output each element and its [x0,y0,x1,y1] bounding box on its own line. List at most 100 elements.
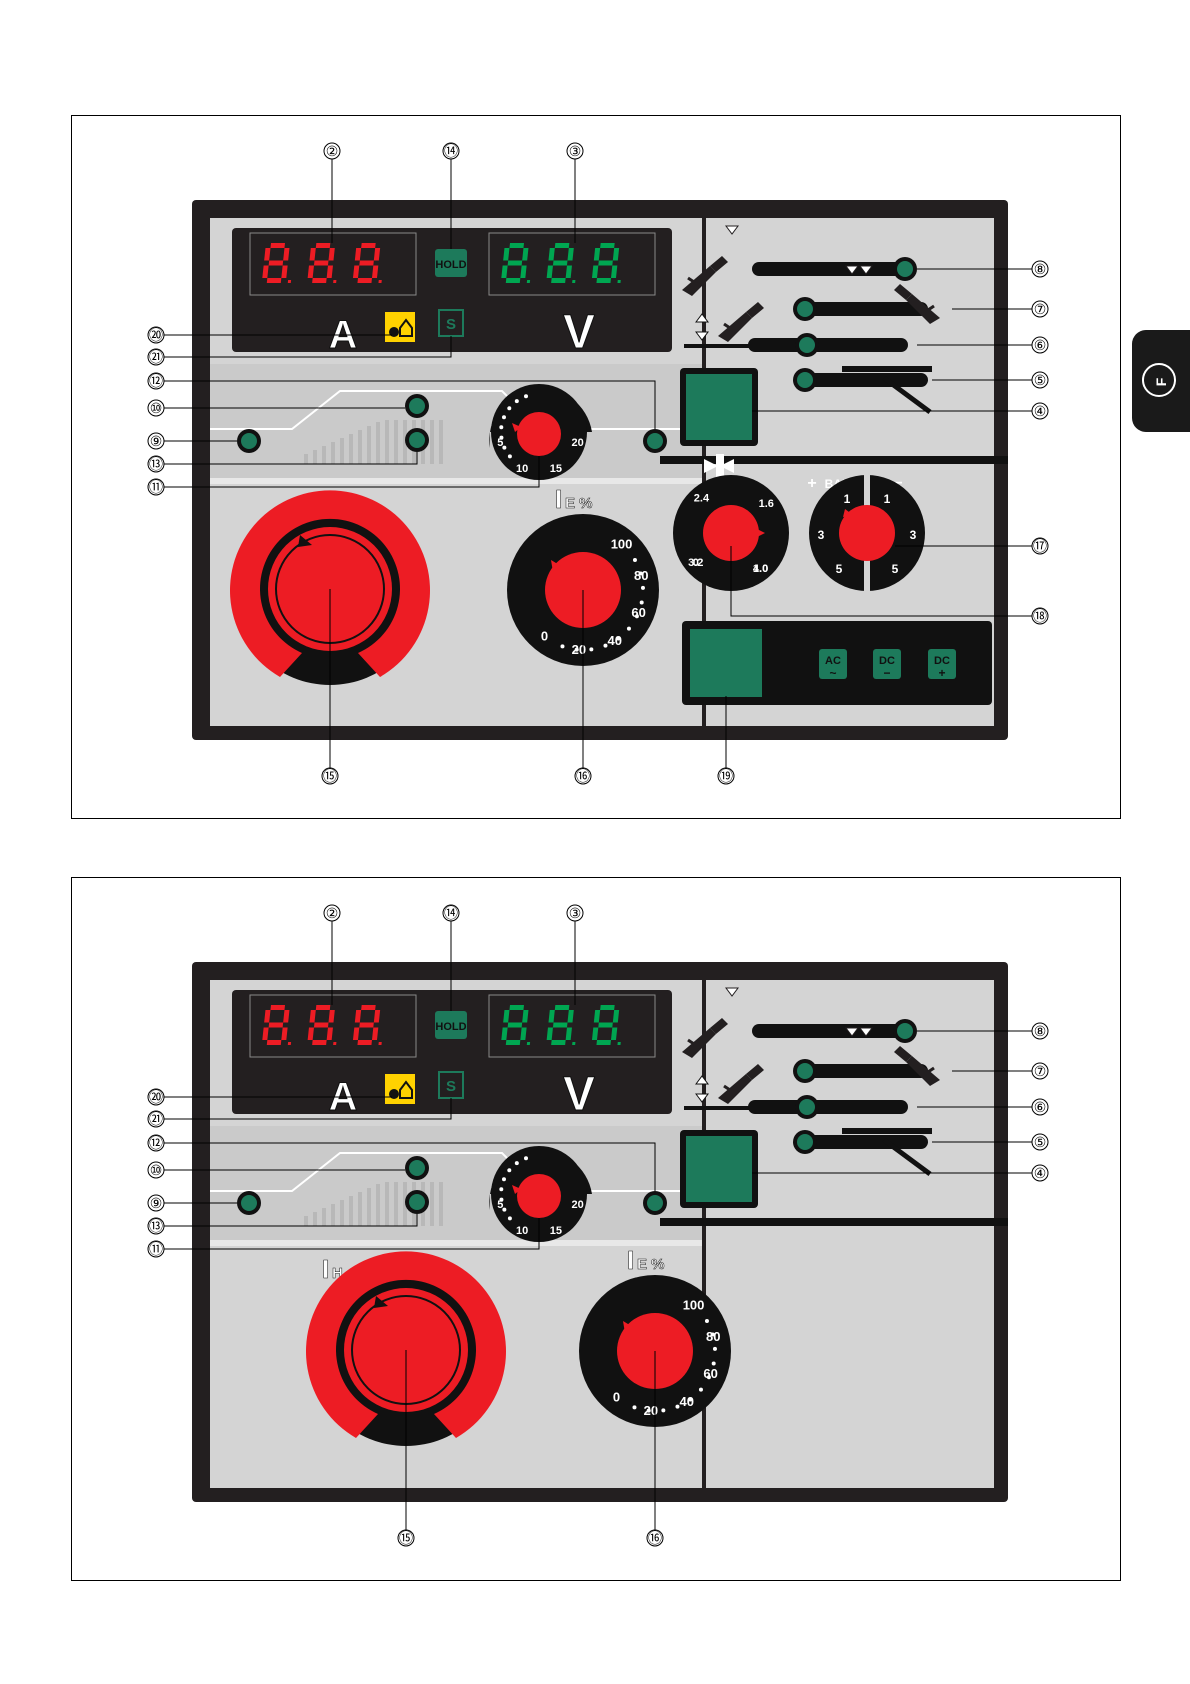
callout-20: ⑳ [149,327,163,343]
up-slope-led[interactable] [409,398,425,414]
mode-lift-led[interactable] [799,1099,815,1115]
s-label: S [446,316,456,333]
digit-segment [553,1023,568,1028]
digit-segment [555,243,570,248]
current-mode-button[interactable] [690,629,762,697]
decimal-point [378,1042,381,1045]
pre-gas-led[interactable] [241,1195,257,1211]
volt-unit: V [563,306,595,359]
up-slope-led[interactable] [409,1160,425,1176]
section-tab-circle: F [1142,363,1176,397]
down-slope-led[interactable] [409,1194,425,1210]
balance-scale-label: 1 [844,492,851,506]
digit-segment [270,1005,285,1010]
post-gas-led[interactable] [647,1195,663,1211]
end-current-scale-dot [560,644,564,648]
end-current-scale-dot [603,644,607,648]
slope-bar [385,420,389,464]
slope-bar [376,422,380,464]
slope-bar [340,438,344,464]
digit-segment [600,243,615,248]
pre-gas-led[interactable] [241,433,257,449]
decimal-point [333,280,336,283]
callout-18: ⑱ [1033,608,1047,624]
decimal-point [333,1042,336,1045]
digit-segment [357,1040,372,1045]
callout-6: ⑥ [1034,337,1047,353]
end-current-scale-label: 60 [703,1366,717,1381]
mode-4t-led[interactable] [797,301,813,317]
slope-scale-dot [507,406,511,410]
mode-mma-led[interactable] [797,1134,813,1150]
digit-segment [596,1040,611,1045]
mode-bar-lift [748,1100,908,1114]
slope-scale-dot [507,1168,511,1172]
slope-scale-label: 20 [572,1199,584,1211]
digit-segment [267,278,282,283]
end-current-scale-label: 40 [680,1394,694,1409]
slope-bar [367,426,371,464]
slope-bar [376,1184,380,1226]
digit-segment [361,243,376,248]
end-current-scale-dot [641,586,645,590]
slope-bar [358,1192,362,1226]
slope-scale-dot [524,1156,528,1160]
mode-bar-mma [798,1135,928,1149]
callout-11: ⑪ [149,479,163,495]
slope-bar [340,1200,344,1226]
digit-segment [508,1023,523,1028]
end-current-scale-dot [688,1398,692,1402]
end-current-scale-dot [575,648,579,652]
slope-knob[interactable] [517,1174,561,1218]
end-current-scale-dot [639,571,643,575]
balance-scale-label: 3 [818,528,825,542]
slope-bar [322,1208,326,1226]
electrode-scale-label: 1.6 [759,498,774,510]
mode-bar-lift [748,338,908,352]
end-current-scale-dot [661,1408,665,1412]
callout-17: ⑰ [1033,538,1047,554]
digit-segment [555,1005,570,1010]
end-current-symbol: I [627,1245,634,1275]
slope-bar [331,442,335,464]
mode-mma-led[interactable] [797,372,813,388]
slope-bar [313,1212,317,1226]
decimal-point [572,280,575,283]
figure-dc-panel: HOLDSAV5101520IHIE %020406080100②⑭③⑳㉑⑫⑩⑨… [71,877,1121,1581]
slope-scale-dot [502,415,506,419]
mode-2t-led[interactable] [897,1023,913,1039]
down-slope-led[interactable] [409,432,425,448]
slope-scale-dot [502,1208,506,1212]
end-current-scale-dot [647,1409,651,1413]
digit-segment [270,243,285,248]
mode-lift-led[interactable] [799,337,815,353]
digit-segment [553,261,568,266]
callout-7: ⑦ [1034,301,1047,317]
slope-bar [304,454,308,464]
slope-scale-label: 15 [550,463,562,475]
slope-scale-label: 10 [516,1225,528,1237]
end-current-scale-dot [640,600,644,604]
slope-scale-label: 10 [516,463,528,475]
slope-scale-dot [499,425,503,429]
end-current-scale-label: 100 [683,1297,705,1312]
end-current-scale-dot [632,1405,636,1409]
slope-bar [349,434,353,464]
mode-select-button[interactable] [686,1136,752,1202]
mode-select-button[interactable] [686,374,752,440]
main-current-symbol: I [322,1254,329,1284]
slope-bar [430,420,434,464]
digit-segment [357,278,372,283]
slope-knob[interactable] [517,412,561,456]
ac-badge-bottom: ~ [829,666,836,680]
decimal-point [288,1042,291,1045]
mode-2t-led[interactable] [897,261,913,277]
callout-12: ⑫ [149,1135,163,1151]
end-current-scale-dot [713,1347,717,1351]
digit-segment [551,1040,566,1045]
callout-13: ⑬ [149,456,163,472]
post-gas-led[interactable] [647,433,663,449]
dc-plus-badge-bottom: + [938,666,945,680]
end-current-scale-dot [707,1375,711,1379]
mode-4t-led[interactable] [797,1063,813,1079]
